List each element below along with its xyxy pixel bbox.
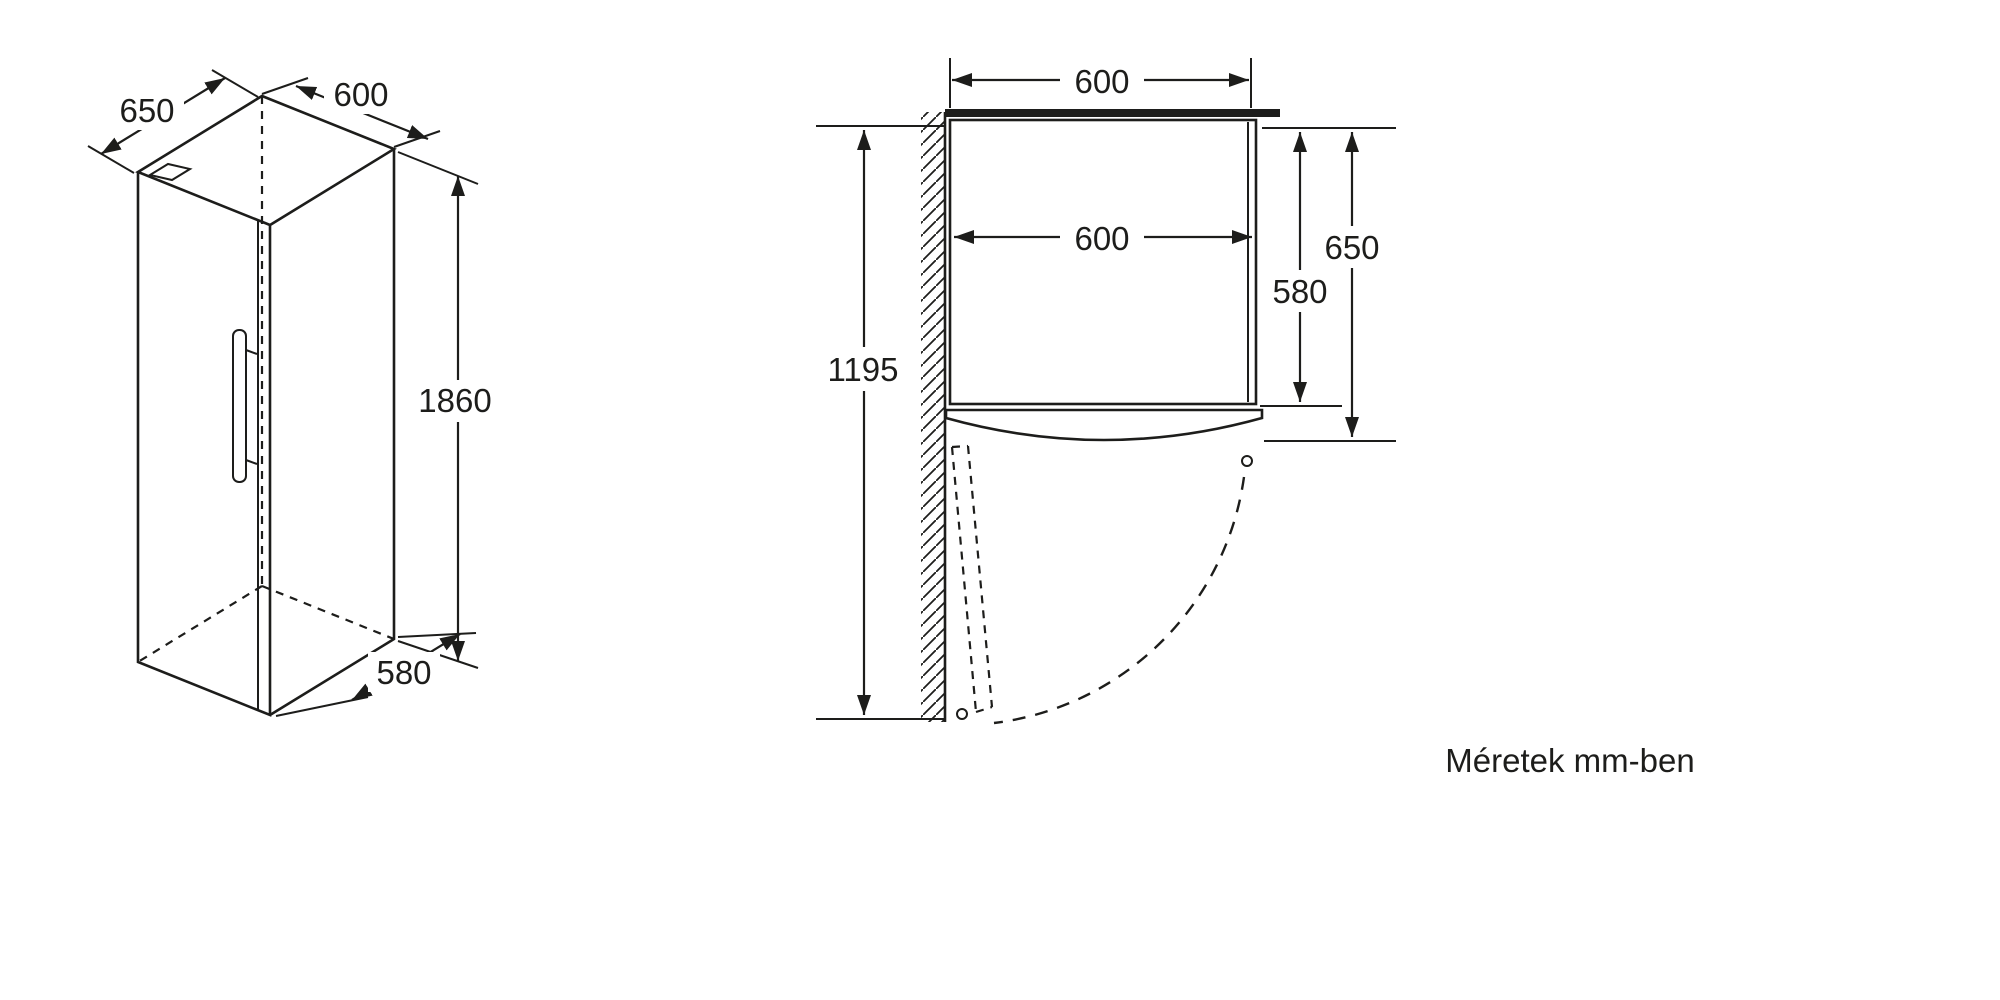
- iso-dim-580-label: 580: [376, 654, 431, 691]
- cabinet-outline: [135, 94, 397, 717]
- door-handle: [232, 329, 258, 483]
- plan-dim-width-top: 600: [949, 58, 1252, 108]
- wall: [921, 109, 1280, 722]
- plan-dim-600-inner-label: 600: [1074, 220, 1129, 257]
- cabinet-plan: [948, 118, 1258, 406]
- plan-dim-650-label: 650: [1324, 229, 1379, 266]
- door-pivot-right: [1241, 455, 1253, 467]
- door-closed-plan: [944, 408, 1264, 442]
- iso-dim-depth-bottom: 580: [275, 632, 477, 717]
- units-caption: Méretek mm-ben: [1445, 742, 1694, 779]
- plan-dim-1195-label: 1195: [828, 351, 899, 388]
- iso-view: 650 600 1860 580: [87, 69, 503, 717]
- iso-dim-depth-top: 650: [87, 69, 259, 174]
- plan-dim-door-open: 1195: [806, 125, 946, 720]
- plan-dim-580-label: 580: [1272, 273, 1327, 310]
- iso-dim-width-top: 600: [261, 74, 441, 148]
- iso-dim-1860-label: 1860: [418, 382, 491, 419]
- cabinet-hidden-edges: [137, 96, 395, 663]
- plan-dim-600-top-label: 600: [1074, 63, 1129, 100]
- top-view: 600 600 1195 580 650: [806, 58, 1396, 725]
- door-pivot-open: [956, 708, 968, 720]
- door-open-dashed: [950, 444, 994, 714]
- door-swing-arc: [993, 476, 1246, 725]
- hinge-plate: [147, 162, 193, 182]
- iso-dim-600-label: 600: [333, 76, 388, 113]
- plan-dim-total-depth: 650: [1262, 127, 1396, 442]
- iso-dim-650-label: 650: [119, 92, 174, 129]
- wall-top-bar: [945, 109, 1280, 117]
- plan-dim-width-inner: 600: [954, 215, 1252, 257]
- iso-dim-height: 1860: [397, 151, 503, 669]
- plan-dim-body-depth: 580: [1260, 132, 1342, 407]
